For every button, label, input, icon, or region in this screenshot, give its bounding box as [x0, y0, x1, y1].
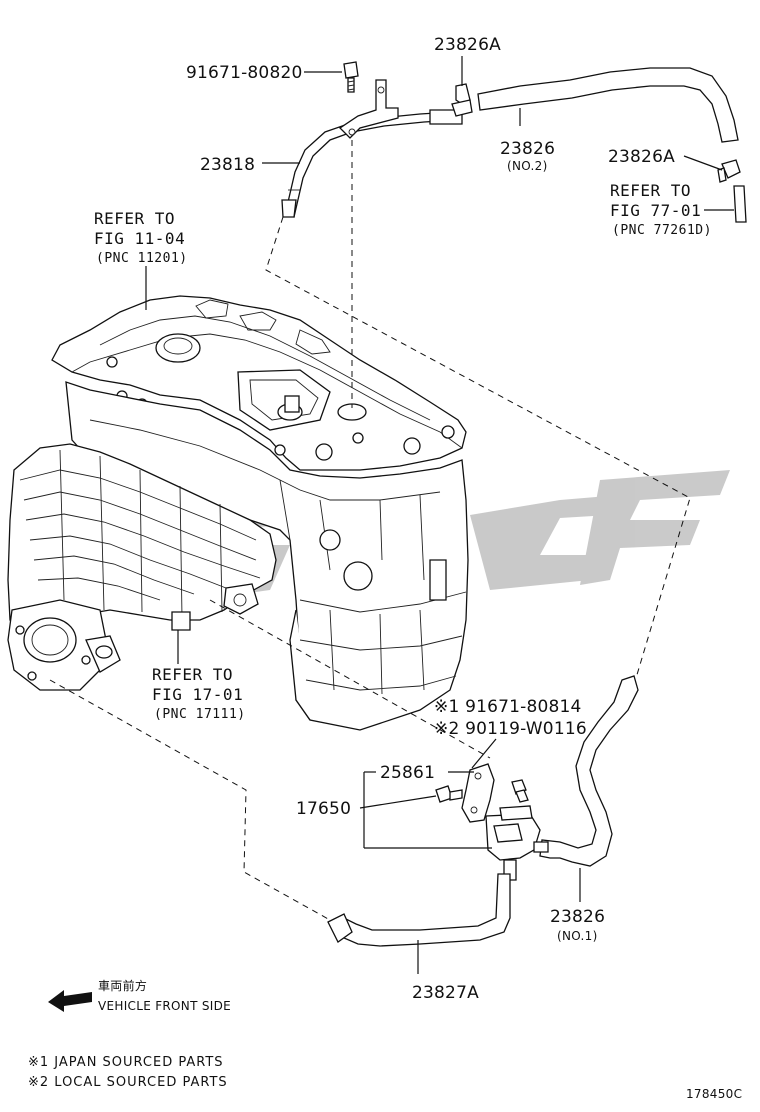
label-hose-23826-no2-sub: (NO.2) — [507, 159, 548, 173]
label-clamp-23826a-right: 23826A — [608, 147, 675, 167]
clamp-23826a-top — [451, 83, 473, 117]
intake-manifold — [7, 443, 277, 691]
bracket-23818 — [338, 79, 399, 139]
label-bolt-91671-80814: ※1 91671-80814 — [434, 697, 582, 717]
hose-23827a — [327, 873, 511, 947]
hose-23826-no2 — [477, 67, 739, 143]
bolt-91671-80814 — [511, 779, 529, 803]
footnote-japan-sourced: ※1 JAPAN SOURCED PARTS — [28, 1055, 224, 1070]
refer-77-line1: REFER TO — [610, 181, 691, 200]
label-vsv-25861: 25861 — [380, 763, 435, 783]
refer-77-line2: FIG 77-01 — [610, 201, 701, 220]
bolt-91671-80820 — [343, 61, 359, 93]
clamp-23826a-right — [717, 159, 741, 183]
bracket-17650 — [461, 763, 495, 823]
label-tube-23818: 23818 — [200, 155, 255, 175]
leader-lines — [145, 56, 734, 974]
illustration-id: 178450C — [686, 1087, 742, 1101]
engine-assembly — [51, 295, 469, 731]
label-bolt-91671-80820: 91671-80820 — [186, 63, 303, 83]
label-hose-23827a: 23827A — [412, 983, 479, 1003]
refer-17-line2: FIG 17-01 — [152, 685, 243, 704]
bolt-25861 — [435, 785, 463, 803]
tube-23818 — [281, 109, 463, 218]
routing-lines — [49, 140, 691, 921]
label-bolt-90119-w0116: ※2 90119-W0116 — [434, 719, 587, 739]
refer-17-line1: REFER TO — [152, 665, 233, 684]
refer-11-line2: FIG 11-04 — [94, 229, 185, 248]
direction-label-jp: 車両前方 — [98, 978, 147, 993]
refer-11-line3: (PNC 11201) — [96, 251, 188, 266]
vehicle-front-indicator: 車両前方 VEHICLE FRONT SIDE — [48, 978, 231, 1013]
footnote-local-sourced: ※2 LOCAL SOURCED PARTS — [28, 1075, 228, 1090]
label-clamp-23826a-top: 23826A — [434, 35, 501, 55]
vsv-25861 — [485, 805, 549, 881]
direction-label-en: VEHICLE FRONT SIDE — [98, 999, 231, 1013]
refer-11-line1: REFER TO — [94, 209, 175, 228]
refer-77-line3: (PNC 77261D) — [612, 223, 712, 238]
label-bracket-17650: 17650 — [296, 799, 351, 819]
label-hose-23826-no2: 23826 — [500, 139, 555, 159]
pipe-fig-77-01 — [733, 185, 747, 223]
hose-23826-no1 — [539, 675, 639, 867]
label-hose-23826-no1: 23826 — [550, 907, 605, 927]
arrow-left-icon — [48, 990, 92, 1012]
refer-17-line3: (PNC 17111) — [154, 707, 246, 722]
label-hose-23826-no1-sub: (NO.1) — [557, 929, 598, 943]
